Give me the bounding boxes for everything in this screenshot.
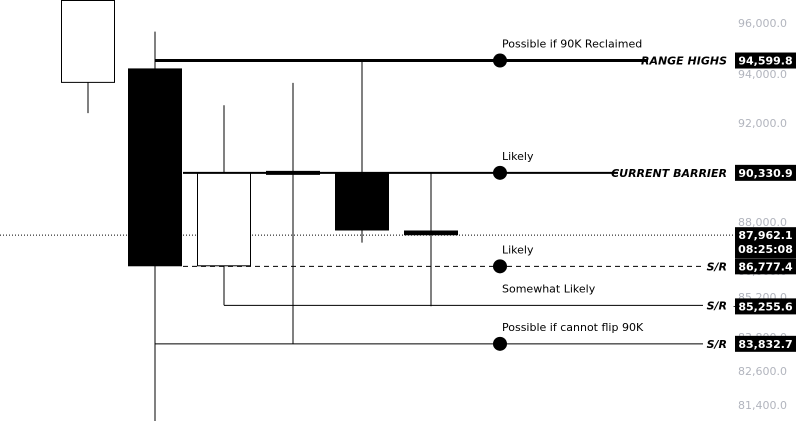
axis-tick-label: 82,600.0 bbox=[738, 365, 787, 378]
level-marker bbox=[493, 53, 507, 68]
level-note: Possible if 90K Reclaimed bbox=[502, 38, 642, 51]
level-badge-box bbox=[735, 258, 796, 275]
level-lines bbox=[155, 59, 703, 345]
level-note: Likely bbox=[502, 150, 534, 163]
level-marker bbox=[493, 336, 507, 351]
axis-tick-label: 96,000.0 bbox=[738, 17, 787, 30]
level-note: Possible if cannot flip 90K bbox=[502, 321, 644, 334]
level-badge: 90,330.9 bbox=[738, 167, 792, 180]
level-labels: Possible if 90K ReclaimedLikelyLikelySom… bbox=[502, 38, 790, 351]
level-note: Somewhat Likely bbox=[502, 282, 596, 295]
extra-price-badge-box bbox=[735, 298, 796, 315]
level-name: S/R bbox=[707, 260, 727, 273]
level-note: Likely bbox=[502, 243, 534, 256]
level-marker bbox=[493, 259, 507, 274]
candles bbox=[61, 0, 458, 421]
level-badge: 83,832.7 bbox=[738, 338, 792, 351]
current-price-label: 87,962.1 bbox=[738, 229, 792, 242]
price-badges: 94,599.8 90,330.9 86,777.4 83,832.7 87,962.1… bbox=[735, 52, 796, 352]
level-name: RANGE HIGHS bbox=[641, 55, 727, 68]
axis-tick-label: 94,000.0 bbox=[738, 68, 787, 81]
candle-body bbox=[266, 170, 320, 175]
extra-price-badge: 85,255.6 bbox=[738, 300, 793, 313]
level-name: S/R bbox=[707, 299, 727, 312]
price-axis: 96,000.094,000.092,000.090,000.088,000.0… bbox=[738, 17, 787, 412]
level-badge: 94,599.8 bbox=[738, 55, 792, 68]
candle-body bbox=[61, 0, 115, 83]
candle-body bbox=[335, 172, 389, 231]
level-badge-box bbox=[735, 335, 796, 352]
level-badge: 86,777.4 bbox=[738, 260, 793, 273]
level-badge-box bbox=[735, 164, 796, 181]
axis-tick-label: 88,000.0 bbox=[738, 216, 787, 229]
current-price-countdown: 08:25:08 bbox=[738, 243, 793, 256]
candle-body bbox=[197, 172, 251, 267]
current-price-box bbox=[735, 227, 796, 259]
level-name: S/R bbox=[707, 338, 727, 351]
level-markers bbox=[493, 53, 507, 351]
axis-tick-label: 81,400.0 bbox=[738, 399, 787, 412]
candle-body bbox=[404, 230, 458, 236]
level-badge-box bbox=[735, 52, 796, 69]
candle-body bbox=[128, 68, 182, 267]
level-marker bbox=[493, 165, 507, 180]
level-name: CURRENT BARRIER bbox=[611, 167, 727, 180]
axis-tick-label: 92,000.0 bbox=[738, 117, 787, 130]
